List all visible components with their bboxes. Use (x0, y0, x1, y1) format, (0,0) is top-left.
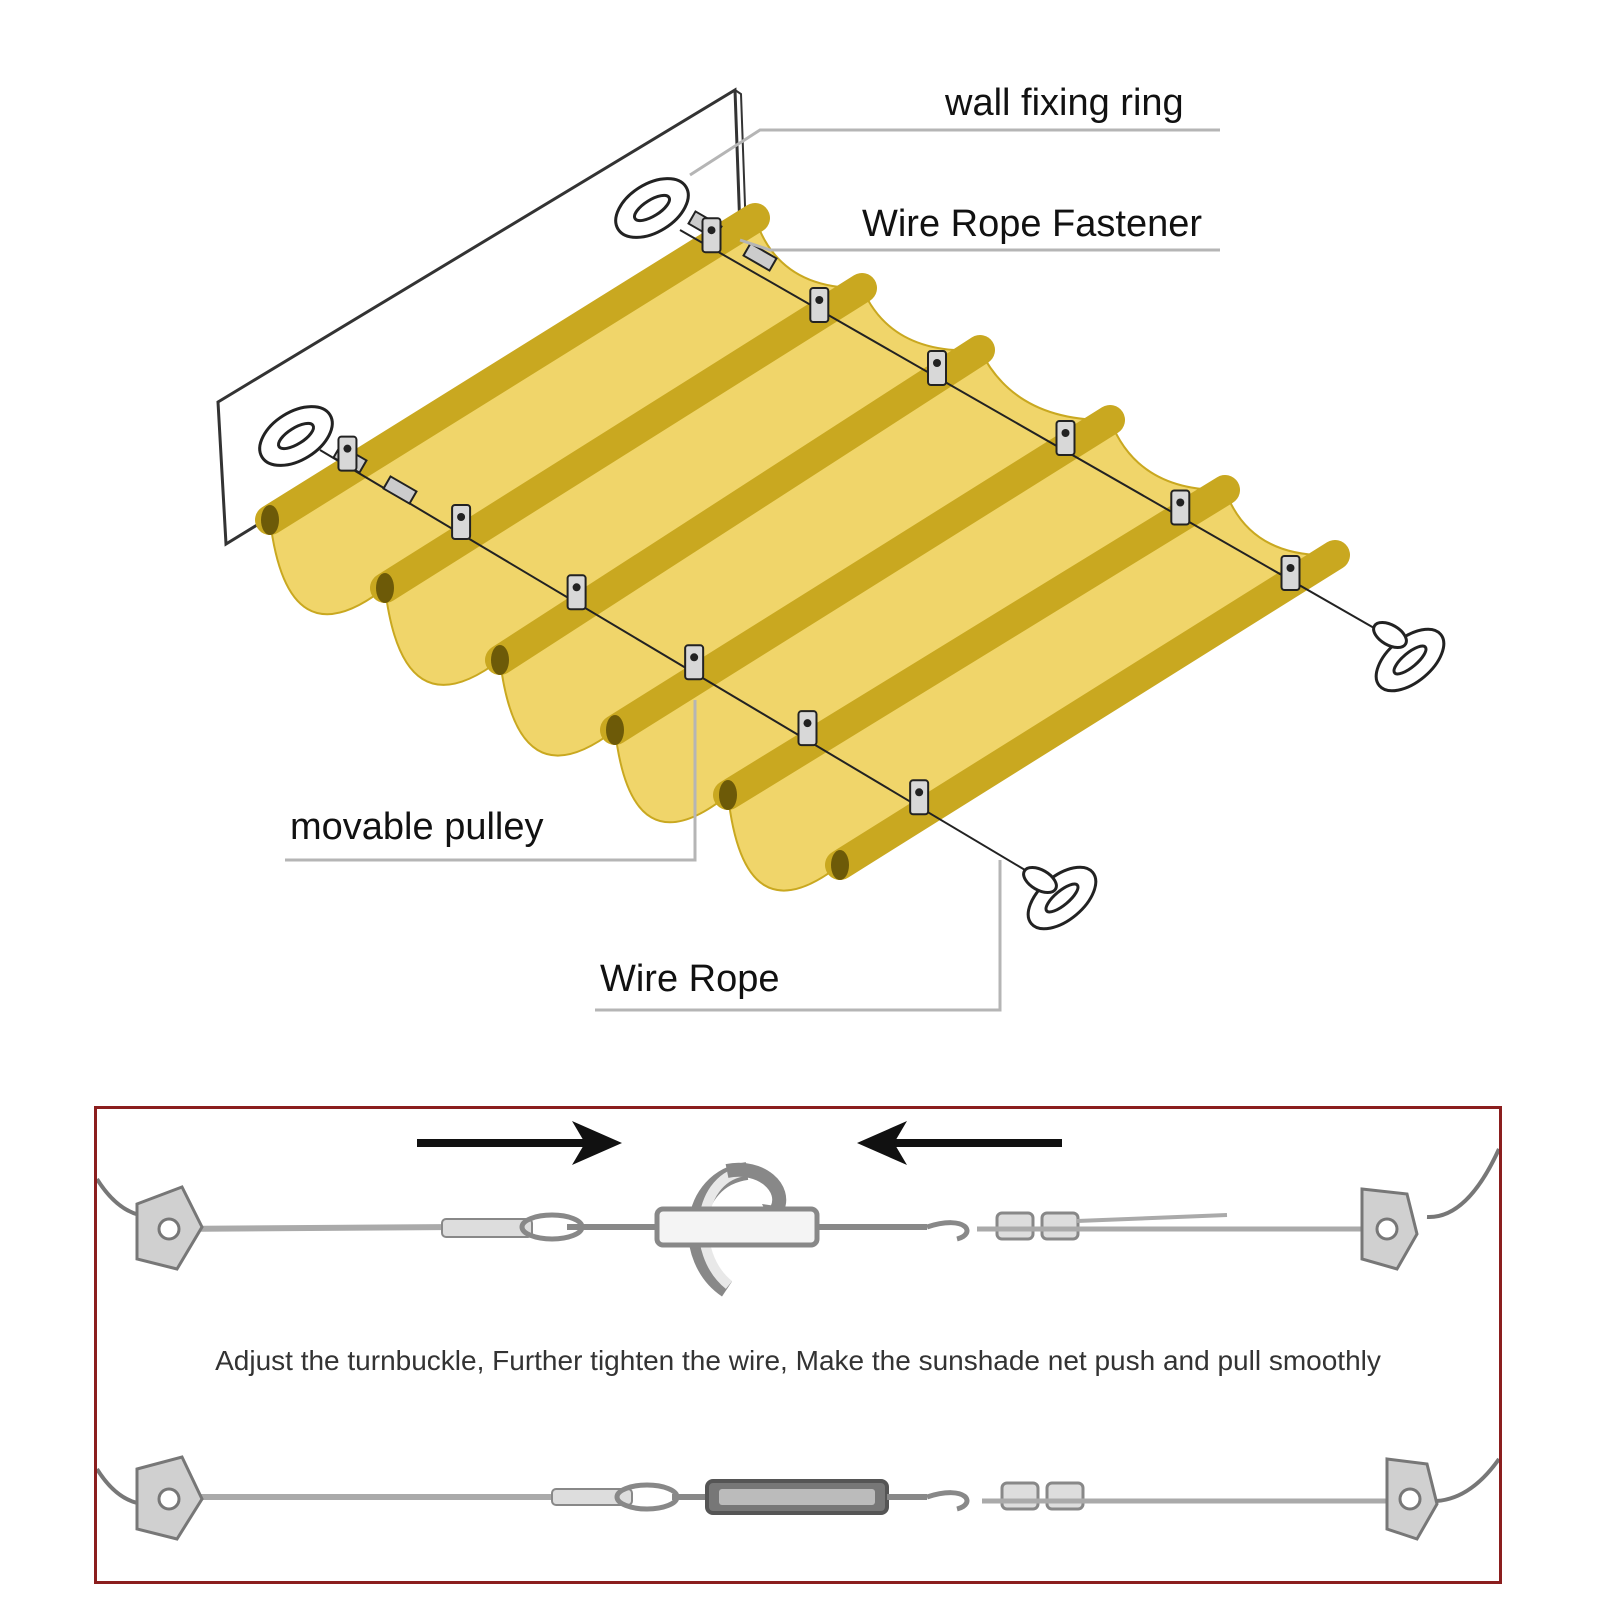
wall-fixing-ring-icon (258, 405, 334, 467)
fabric-rod-end (719, 780, 737, 810)
thimble-icon (1022, 866, 1058, 894)
pulley-icon (684, 644, 705, 681)
pad-eye-icon (1360, 1187, 1419, 1271)
leader-wire-rope-fastener (739, 238, 1220, 252)
pulley-icon (909, 779, 930, 816)
label-wall-fixing-ring: wall fixing ring (945, 82, 1184, 124)
wall-fixing-ring-icon (614, 177, 690, 239)
pulley-icon (337, 435, 358, 472)
leader-movable-pulley (285, 700, 697, 862)
pulley-icon (1170, 489, 1191, 526)
thimble-icon (1372, 621, 1408, 649)
pad-eye-icon (135, 1185, 204, 1271)
wire-rope-left (319, 449, 1026, 871)
wire-rope-right (679, 229, 1396, 641)
pulley-icon (1055, 420, 1076, 456)
label-wire-rope: Wire Rope (600, 958, 780, 1000)
pulley-icon (809, 287, 830, 323)
pad-eye-icon (135, 1455, 204, 1541)
pulley-icon (566, 574, 587, 611)
awning-diagram (216, 87, 1446, 1012)
fabric-rod-end (831, 850, 849, 880)
sunshade-fabric (255, 203, 1350, 892)
arrow-right-icon (417, 1121, 622, 1165)
pulley-icon (927, 350, 947, 386)
tightened-wire-assembly (97, 1455, 1499, 1541)
fabric-rod-end (376, 573, 394, 603)
pulley-icon (451, 504, 472, 540)
pulley-icon (701, 217, 722, 254)
ground-fixing-ring-icon (1374, 627, 1446, 693)
pad-eye-icon (1385, 1457, 1439, 1541)
leader-wire-rope (595, 860, 1002, 1012)
instruction-text: Adjust the turnbuckle, Further tighten t… (215, 1345, 1381, 1376)
turnbuckle-illustration (97, 1121, 1499, 1541)
arrow-left-icon (857, 1121, 1062, 1165)
pulley-icon (797, 710, 818, 747)
loose-wire-assembly (97, 1148, 1499, 1271)
turnbuckle-instruction-panel: Adjust the turnbuckle, Further tighten t… (94, 1106, 1502, 1584)
fabric-rod-end (606, 715, 624, 745)
fabric-rod-end (491, 645, 509, 675)
label-wire-rope-fastener: Wire Rope Fastener (862, 203, 1203, 245)
pulley-icon (1280, 555, 1301, 591)
fabric-rod-end (261, 505, 279, 535)
leader-wall-fixing-ring (689, 128, 1220, 177)
movable-pulleys (337, 217, 1301, 816)
label-movable-pulley: movable pulley (290, 806, 544, 848)
